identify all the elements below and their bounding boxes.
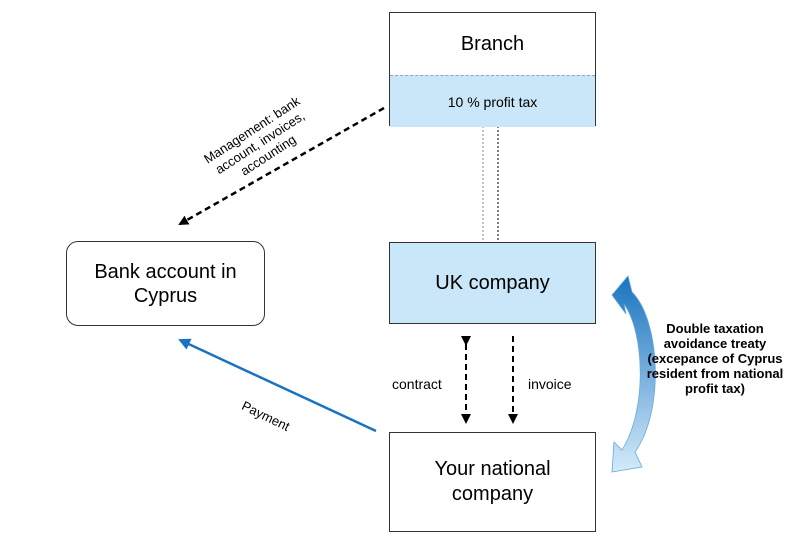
management-arrow	[178, 106, 385, 226]
invoice-label: invoice	[528, 376, 572, 392]
payment-arrow	[178, 338, 377, 433]
bank-account-line1: Bank account in	[94, 260, 237, 283]
uk-company-label: UK company	[435, 271, 550, 294]
branch-box: Branch 10 % profit tax	[389, 12, 596, 127]
contract-label: contract	[392, 376, 442, 392]
branch-tax-label: 10 % profit tax	[390, 75, 595, 127]
bank-account-box: Bank account in Cyprus	[66, 241, 265, 326]
branch-title: Branch	[460, 32, 525, 55]
treaty-arrow	[611, 275, 656, 473]
treaty-label: Double taxation avoidance treaty (excepa…	[646, 321, 784, 396]
national-company-line2: company	[451, 483, 534, 505]
national-company-box: Your national company	[389, 432, 596, 532]
national-company-line1: Your national	[434, 458, 551, 480]
uk-company-box: UK company	[389, 242, 596, 324]
bank-account-line2: Cyprus	[133, 284, 198, 307]
